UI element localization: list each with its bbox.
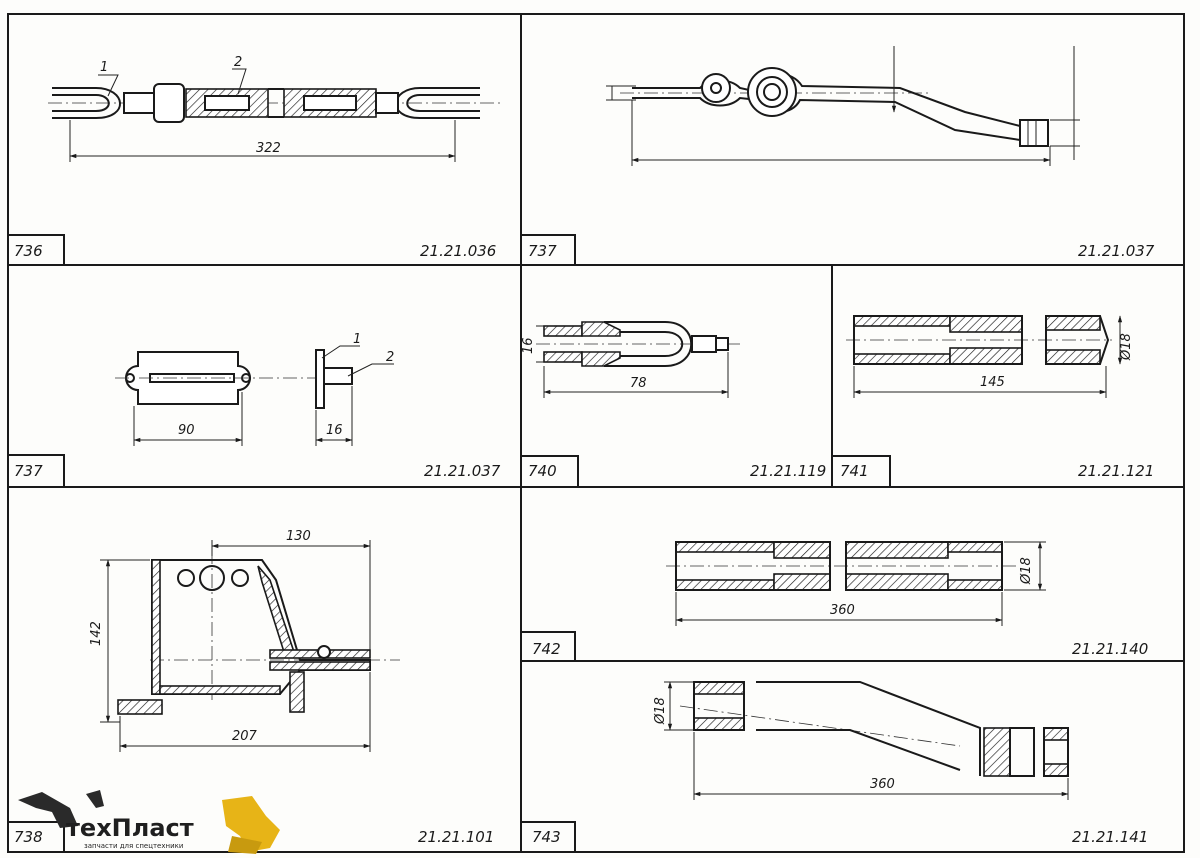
dimension-738-top: 130 [286, 529, 311, 544]
part-code-739: 21.21.037 [1078, 242, 1155, 260]
part-number-737: 737 [14, 462, 43, 480]
brand-subtitle: запчасти для спецтехники [84, 842, 183, 850]
callout-737-2: 2 [386, 350, 394, 365]
part-number-738: 738 [14, 828, 43, 846]
dimension-741-length: 145 [980, 375, 1005, 390]
dimension-742-length: 360 [830, 603, 855, 618]
drawing-739-lever [606, 46, 1080, 166]
dimension-740-length: 78 [630, 376, 647, 391]
part-code-742: 21.21.140 [1072, 640, 1148, 658]
drawing-737-plate [115, 345, 394, 446]
dimension-738-height: 142 [89, 621, 104, 646]
drawing-743-bent-tube [664, 681, 1069, 800]
dimension-737-depth: 16 [326, 423, 343, 438]
part-code-738: 21.21.101 [418, 828, 494, 846]
dimension-737-width: 90 [178, 423, 195, 438]
panel-743: Ø18 360 743 21.21.141 [532, 681, 1148, 846]
part-code-737: 21.21.037 [424, 462, 501, 480]
panel-739: 737 21.21.037 [528, 46, 1155, 260]
panel-741: Ø18 145 741 21.21.121 [840, 315, 1154, 480]
part-number-743: 743 [532, 828, 561, 846]
part-number-740: 740 [528, 462, 557, 480]
callout-736-1: 1 [100, 60, 108, 75]
drawing-741-tube [846, 315, 1123, 398]
part-code-743: 21.21.141 [1072, 828, 1148, 846]
drawing-738-bracket [100, 540, 400, 752]
part-code-736: 21.21.036 [420, 242, 496, 260]
part-number-739: 737 [528, 242, 557, 260]
brand-logo: техПласт запчасти для спецтехники [18, 790, 280, 854]
part-number-741: 741 [840, 462, 869, 480]
part-code-741: 21.21.121 [1078, 462, 1154, 480]
dimension-742-diameter: Ø18 [1019, 557, 1034, 585]
brand-title: техПласт [66, 814, 194, 842]
panel-738: 130 142 207 738 21.21.101 [14, 529, 494, 846]
part-number-736: 736 [14, 242, 43, 260]
excavator-icon [18, 790, 280, 854]
callout-737-1: 1 [353, 332, 361, 347]
dimension-738-bottom: 207 [232, 729, 258, 744]
callout-736-2: 2 [234, 55, 242, 70]
dimension-740-height: 16 [521, 337, 536, 354]
panel-740: 16 78 740 21.21.119 [521, 321, 826, 480]
dimension-743-diameter: Ø18 [653, 697, 668, 725]
drawing-740-fork [536, 321, 740, 398]
dimension-741-diameter: Ø18 [1119, 333, 1134, 361]
panel-737: 1 2 90 16 737 21.21.037 [14, 332, 501, 480]
panel-742: Ø18 360 742 21.21.140 [532, 541, 1148, 658]
dimension-736-length: 322 [256, 141, 281, 156]
part-number-742: 742 [532, 640, 561, 658]
drawing-742-tube [666, 541, 1046, 626]
part-code-740: 21.21.119 [750, 462, 826, 480]
panel-736: 1 2 322 736 21.21.036 [14, 55, 500, 260]
dimension-743-length: 360 [870, 777, 895, 792]
drawing-736-rod [48, 68, 500, 162]
